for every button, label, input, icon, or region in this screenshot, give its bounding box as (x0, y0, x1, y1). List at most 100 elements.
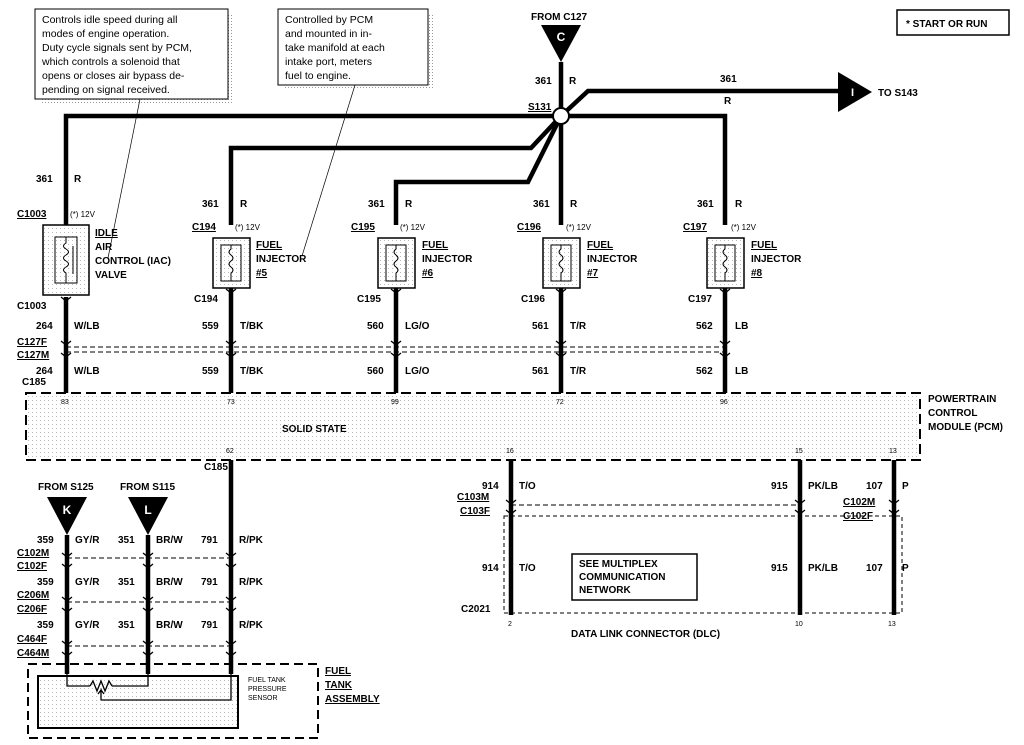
svg-text:13: 13 (888, 621, 896, 628)
dest-s143-letter: I (851, 87, 854, 99)
fuel-tank-assembly: FUEL TANK PRESSURE SENSOR FUEL TANK ASSE… (27, 663, 380, 739)
svg-text:T/R: T/R (570, 321, 587, 332)
iac-note-text: Controls idle speed during all modes of … (41, 14, 195, 96)
iac-valve-body (42, 224, 90, 296)
dest-s143-label: TO S143 (878, 88, 918, 99)
svg-text:915: 915 (771, 563, 788, 574)
dest-s143-triangle (838, 72, 872, 112)
svg-text:R: R (240, 199, 248, 210)
svg-text:C195: C195 (351, 222, 375, 233)
svg-text:562: 562 (696, 366, 713, 377)
source-c127-triangle (541, 25, 581, 62)
svg-text:10: 10 (795, 621, 803, 628)
svg-text:361: 361 (368, 199, 385, 210)
bus-circuit-s143: 361 (720, 74, 737, 85)
svg-text:914: 914 (482, 563, 499, 574)
bus-circuit-top: 361 (535, 76, 552, 87)
svg-text:FROM S115: FROM S115 (120, 482, 175, 493)
injector-note: Controlled by PCM and mounted in in- tak… (277, 8, 434, 257)
svg-text:T/BK: T/BK (240, 321, 264, 332)
svg-text:C195: C195 (357, 294, 381, 305)
svg-text:C102F: C102F (17, 561, 47, 572)
svg-text:264: 264 (36, 321, 53, 332)
svg-text:264: 264 (36, 366, 53, 377)
svg-text:559: 559 (202, 321, 219, 332)
pcm-title: POWERTRAIN CONTROL MODULE (PCM) (928, 394, 1003, 433)
source-s115: FROM S115 L (120, 482, 175, 535)
svg-text:561: 561 (532, 321, 549, 332)
svg-text:P: P (902, 481, 909, 492)
splice-label: S131 (528, 102, 552, 113)
dlc-box (503, 515, 903, 614)
svg-text:73: 73 (227, 399, 235, 406)
iac-note-leader (107, 98, 141, 259)
wire-bus-361 (63, 62, 838, 395)
bus-color-top: R (569, 76, 577, 87)
svg-text:99: 99 (391, 399, 399, 406)
svg-text:791: 791 (201, 620, 218, 631)
svg-text:R/PK: R/PK (239, 577, 264, 588)
svg-text:C464F: C464F (17, 634, 47, 645)
pcm-module: SOLID STATE POWERTRAIN CONTROL MODULE (P… (25, 392, 1003, 461)
iac-label: IDLE AIR CONTROL (IAC) VALVE (95, 228, 174, 281)
svg-text:914: 914 (482, 481, 499, 492)
svg-text:791: 791 (201, 535, 218, 546)
pcm-input-labels: 264 W/LB 264 W/LB 559 T/BK 559 T/BK 560 … (36, 321, 748, 377)
svg-text:562: 562 (696, 321, 713, 332)
pcm-solid-state: SOLID STATE (282, 424, 347, 435)
svg-text:72: 72 (556, 399, 564, 406)
svg-text:(*) 12V: (*) 12V (235, 223, 261, 232)
svg-text:K: K (63, 503, 72, 517)
iac-wire-color: R (74, 174, 82, 185)
svg-text:W/LB: W/LB (74, 366, 100, 377)
splice-s131 (552, 107, 570, 125)
svg-text:PK/LB: PK/LB (808, 563, 838, 574)
dlc-wires (505, 460, 900, 615)
svg-text:C102M: C102M (17, 548, 49, 559)
svg-text:C185: C185 (204, 462, 228, 473)
svg-text:13: 13 (889, 448, 897, 455)
svg-text:16: 16 (506, 448, 514, 455)
pressure-sensor-resistor (89, 679, 113, 693)
svg-text:PK/LB: PK/LB (808, 481, 838, 492)
iac-voltage: (*) 12V (70, 210, 96, 219)
iac-valve: 361 R C1003 (*) 12V IDLE AIR CONTROL (IA… (17, 174, 174, 312)
svg-text:GY/R: GY/R (75, 577, 100, 588)
svg-text:C464M: C464M (17, 648, 49, 659)
injector-note-text: Controlled by PCM and mounted in in- tak… (285, 14, 388, 82)
svg-text:561: 561 (532, 366, 549, 377)
svg-text:361: 361 (533, 199, 550, 210)
bus-color-s143: R (724, 96, 732, 107)
svg-text:107: 107 (866, 563, 883, 574)
legend-label: * START OR RUN (906, 19, 987, 30)
svg-text:83: 83 (61, 399, 69, 406)
svg-text:BR/W: BR/W (156, 535, 183, 546)
svg-text:LB: LB (735, 321, 748, 332)
iac-wire-circuit: 361 (36, 174, 53, 185)
svg-text:15: 15 (795, 448, 803, 455)
c127m-label: C127M (17, 350, 49, 361)
svg-text:LG/O: LG/O (405, 366, 430, 377)
svg-text:L: L (144, 503, 151, 517)
dest-s143: I TO S143 (838, 72, 918, 112)
iac-connector-top: C1003 (17, 209, 47, 220)
pcm-box (25, 392, 921, 461)
svg-text:559: 559 (202, 366, 219, 377)
svg-text:T/O: T/O (519, 481, 536, 492)
svg-text:LG/O: LG/O (405, 321, 430, 332)
c127f-label: C127F (17, 337, 47, 348)
svg-text:LB: LB (735, 366, 748, 377)
svg-text:361: 361 (697, 199, 714, 210)
svg-text:R: R (405, 199, 413, 210)
svg-text:C102M: C102M (843, 497, 875, 508)
fuel-tank-title: FUEL TANK ASSEMBLY (325, 666, 380, 705)
svg-text:T/O: T/O (519, 563, 536, 574)
svg-text:361: 361 (202, 199, 219, 210)
svg-text:P: P (902, 563, 909, 574)
